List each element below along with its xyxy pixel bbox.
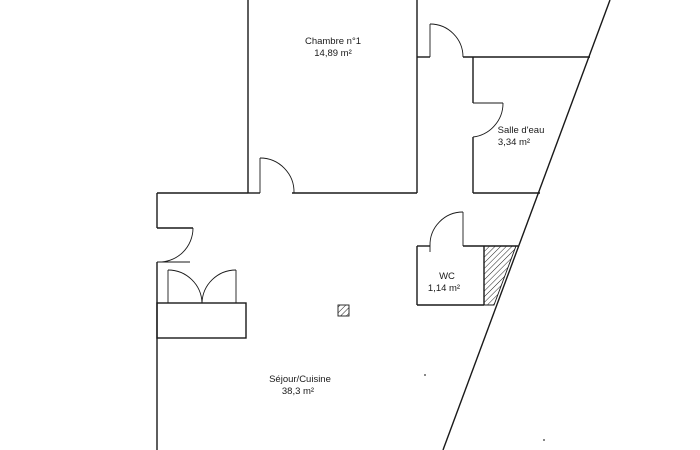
room-name: Salle d'eau [498, 125, 545, 136]
room-area: 1,14 m² [428, 283, 460, 294]
room-area: 3,34 m² [498, 137, 530, 148]
room-area: 14,89 m² [314, 48, 352, 59]
wc-hatched-shaft [483, 245, 517, 306]
plan-dot [543, 439, 545, 441]
center-hatched-marker [337, 304, 350, 317]
walls [156, 0, 611, 450]
room-label-salle-deau: Salle d'eau 3,34 m² [498, 125, 545, 148]
room-label-wc: WC 1,14 m² [428, 271, 460, 294]
plan-dot [424, 374, 426, 376]
room-area: 38,3 m² [282, 386, 314, 397]
room-name: Séjour/Cuisine [269, 374, 331, 385]
room-label-chambre: Chambre n°1 14,89 m² [305, 36, 361, 59]
room-label-sejour: Séjour/Cuisine 38,3 m² [269, 374, 331, 397]
room-name: WC [439, 271, 455, 282]
doors [156, 23, 504, 263]
room-name: Chambre n°1 [305, 36, 361, 47]
